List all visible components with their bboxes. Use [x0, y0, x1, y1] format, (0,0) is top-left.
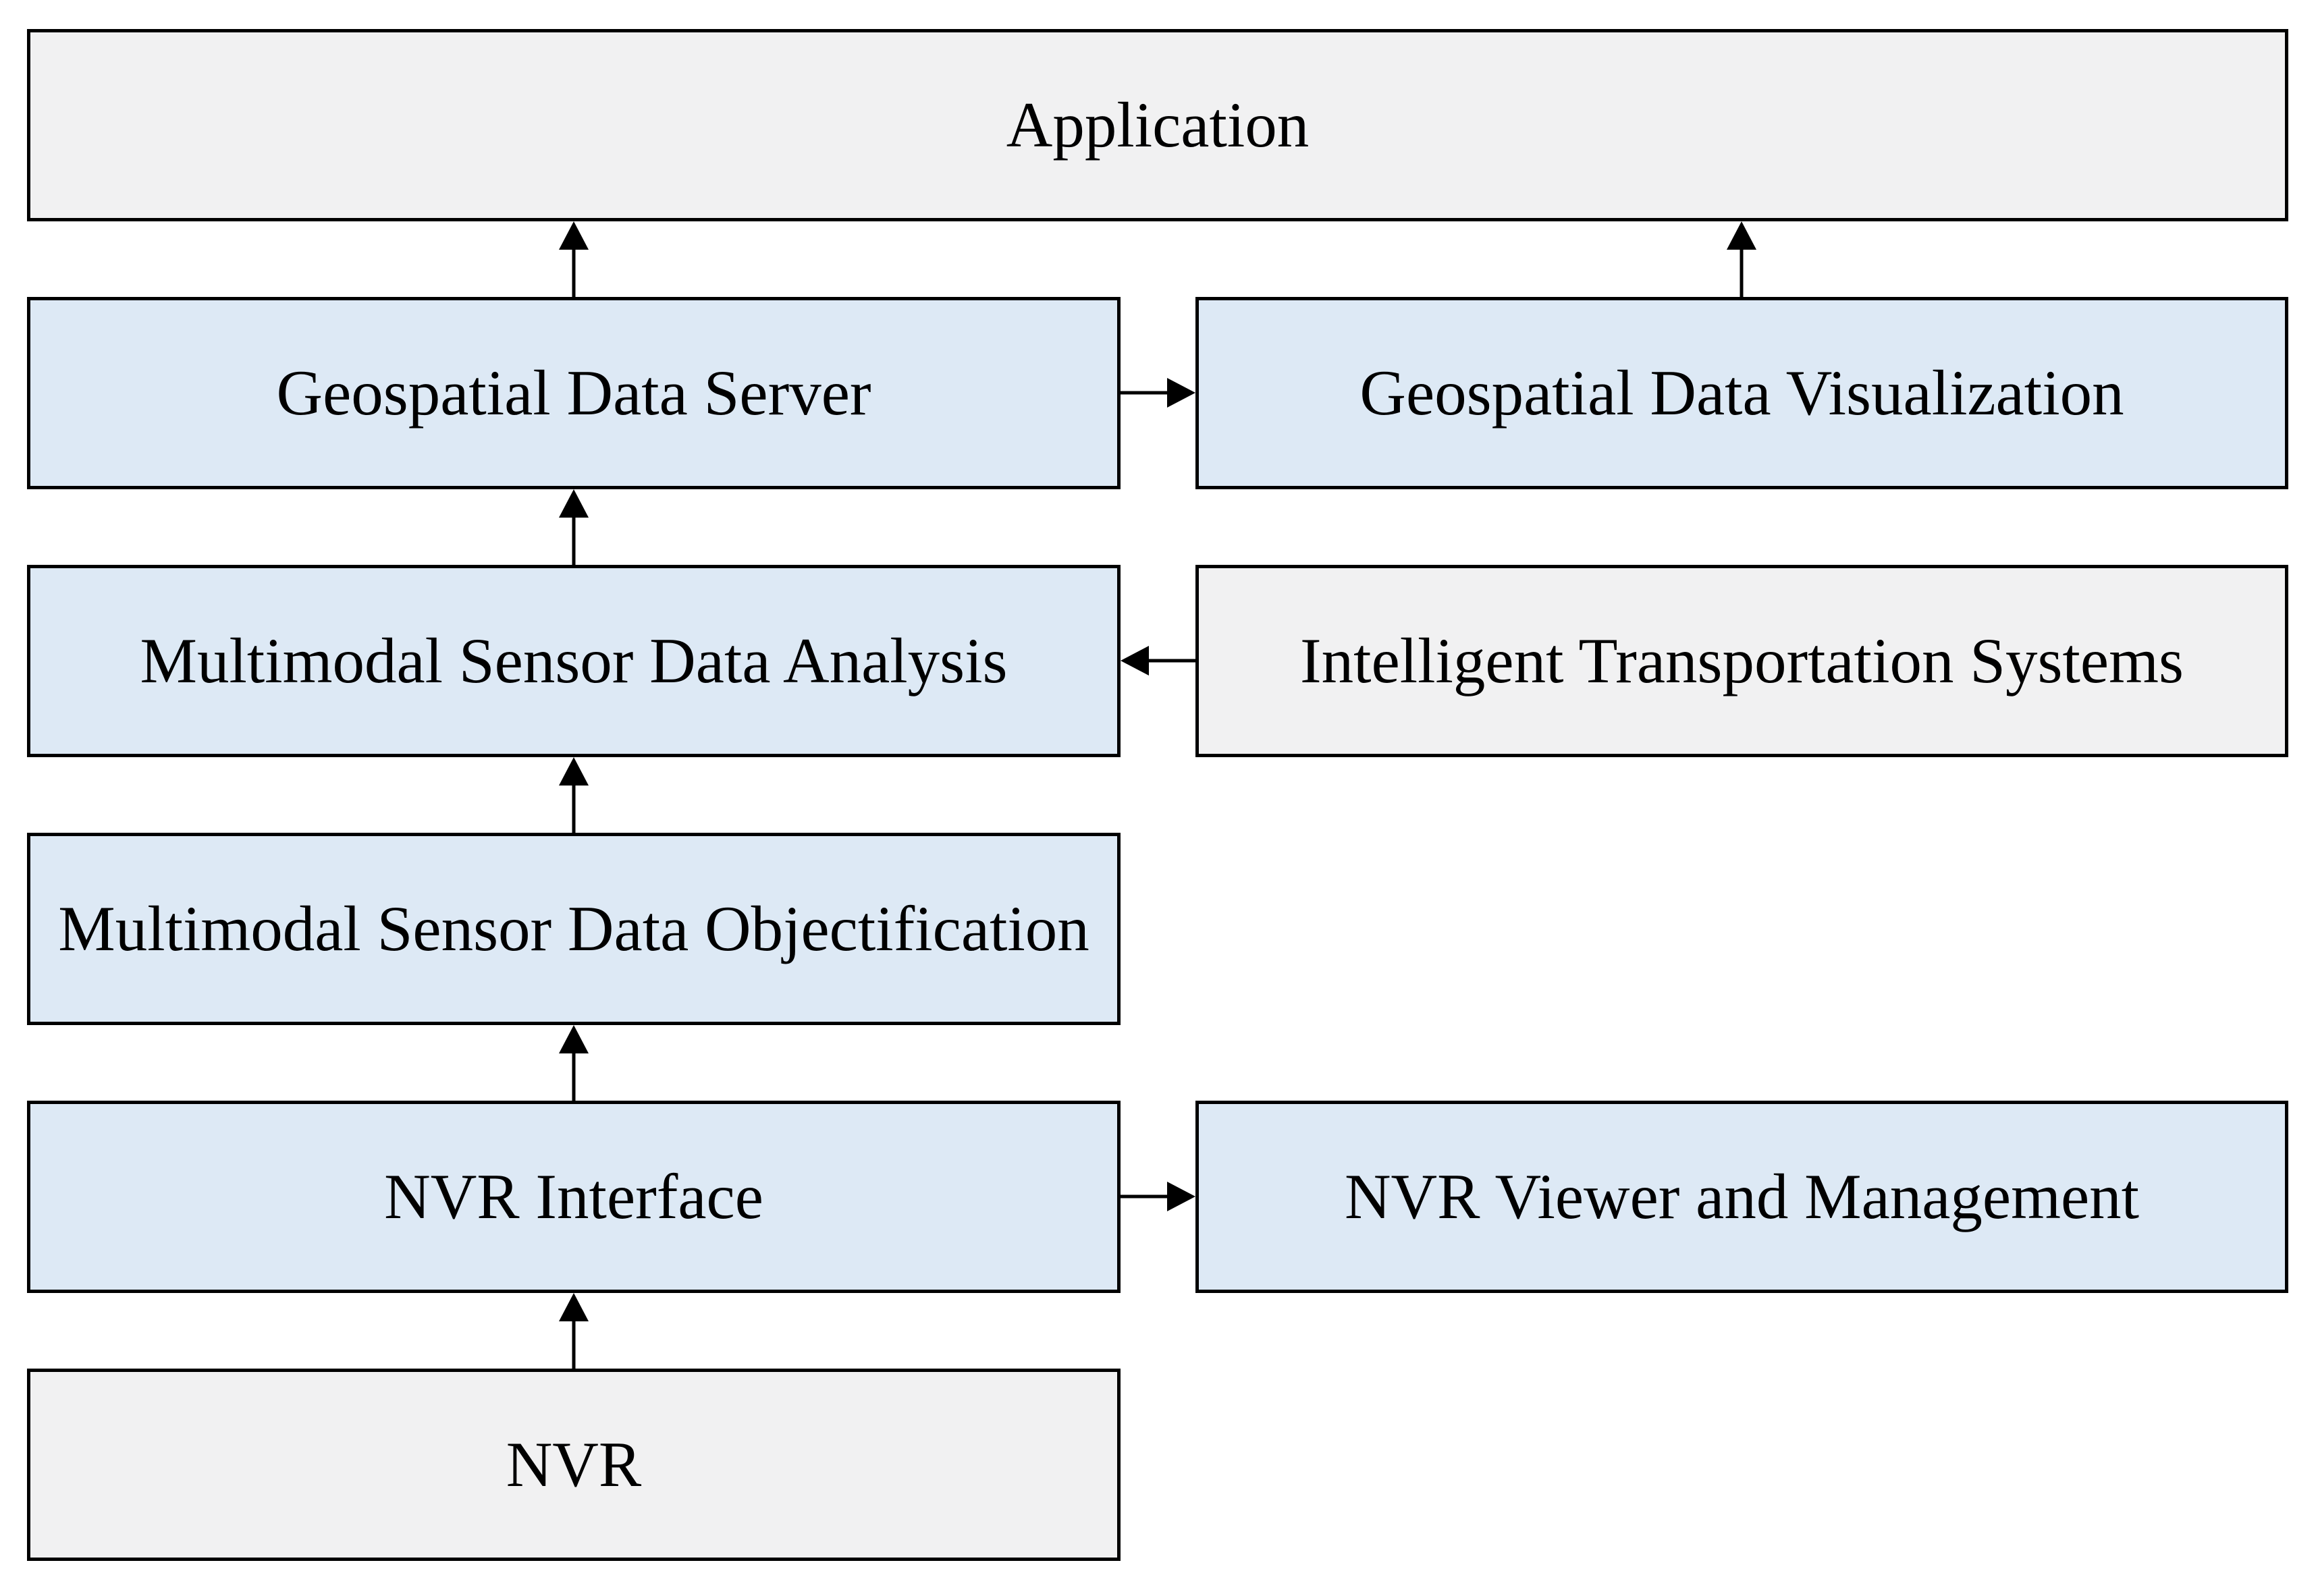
- arrow-gdv-to-application: [1727, 221, 1756, 297]
- arrow-gds-to-application: [559, 221, 589, 297]
- arrow-nvri-to-nvrv: [1121, 1182, 1195, 1211]
- node-geospatial-data-visualization: Geospatial Data Visualization: [1195, 297, 2288, 489]
- arrow-msda-to-gds: [559, 489, 589, 565]
- node-nvr-viewer-and-management-label: NVR Viewer and Management: [1344, 1161, 2140, 1233]
- node-geospatial-data-visualization-label: Geospatial Data Visualization: [1359, 357, 2124, 429]
- node-nvr-interface-label: NVR Interface: [384, 1161, 763, 1233]
- arrow-nvri-to-msdo: [559, 1025, 589, 1101]
- node-intelligent-transportation-systems-label: Intelligent Transportation Systems: [1300, 625, 2184, 697]
- node-multimodal-sensor-data-objectification-label: Multimodal Sensor Data Objectification: [58, 893, 1089, 965]
- node-application-label: Application: [1006, 89, 1310, 161]
- node-geospatial-data-server: Geospatial Data Server: [27, 297, 1121, 489]
- node-nvr-label: NVR: [506, 1429, 642, 1501]
- arrow-msdo-to-msda: [559, 757, 589, 833]
- arrow-nvr-to-nvri: [559, 1293, 589, 1369]
- node-application: Application: [27, 29, 2288, 221]
- node-multimodal-sensor-data-analysis-label: Multimodal Sensor Data Analysis: [140, 625, 1008, 697]
- node-nvr-viewer-and-management: NVR Viewer and Management: [1195, 1101, 2288, 1293]
- node-geospatial-data-server-label: Geospatial Data Server: [276, 357, 871, 429]
- node-multimodal-sensor-data-objectification: Multimodal Sensor Data Objectification: [27, 833, 1121, 1025]
- arrow-its-to-msda: [1121, 646, 1195, 676]
- node-nvr: NVR: [27, 1369, 1121, 1561]
- node-nvr-interface: NVR Interface: [27, 1101, 1121, 1293]
- node-intelligent-transportation-systems: Intelligent Transportation Systems: [1195, 565, 2288, 757]
- node-multimodal-sensor-data-analysis: Multimodal Sensor Data Analysis: [27, 565, 1121, 757]
- arrow-gds-to-gdv: [1121, 378, 1195, 408]
